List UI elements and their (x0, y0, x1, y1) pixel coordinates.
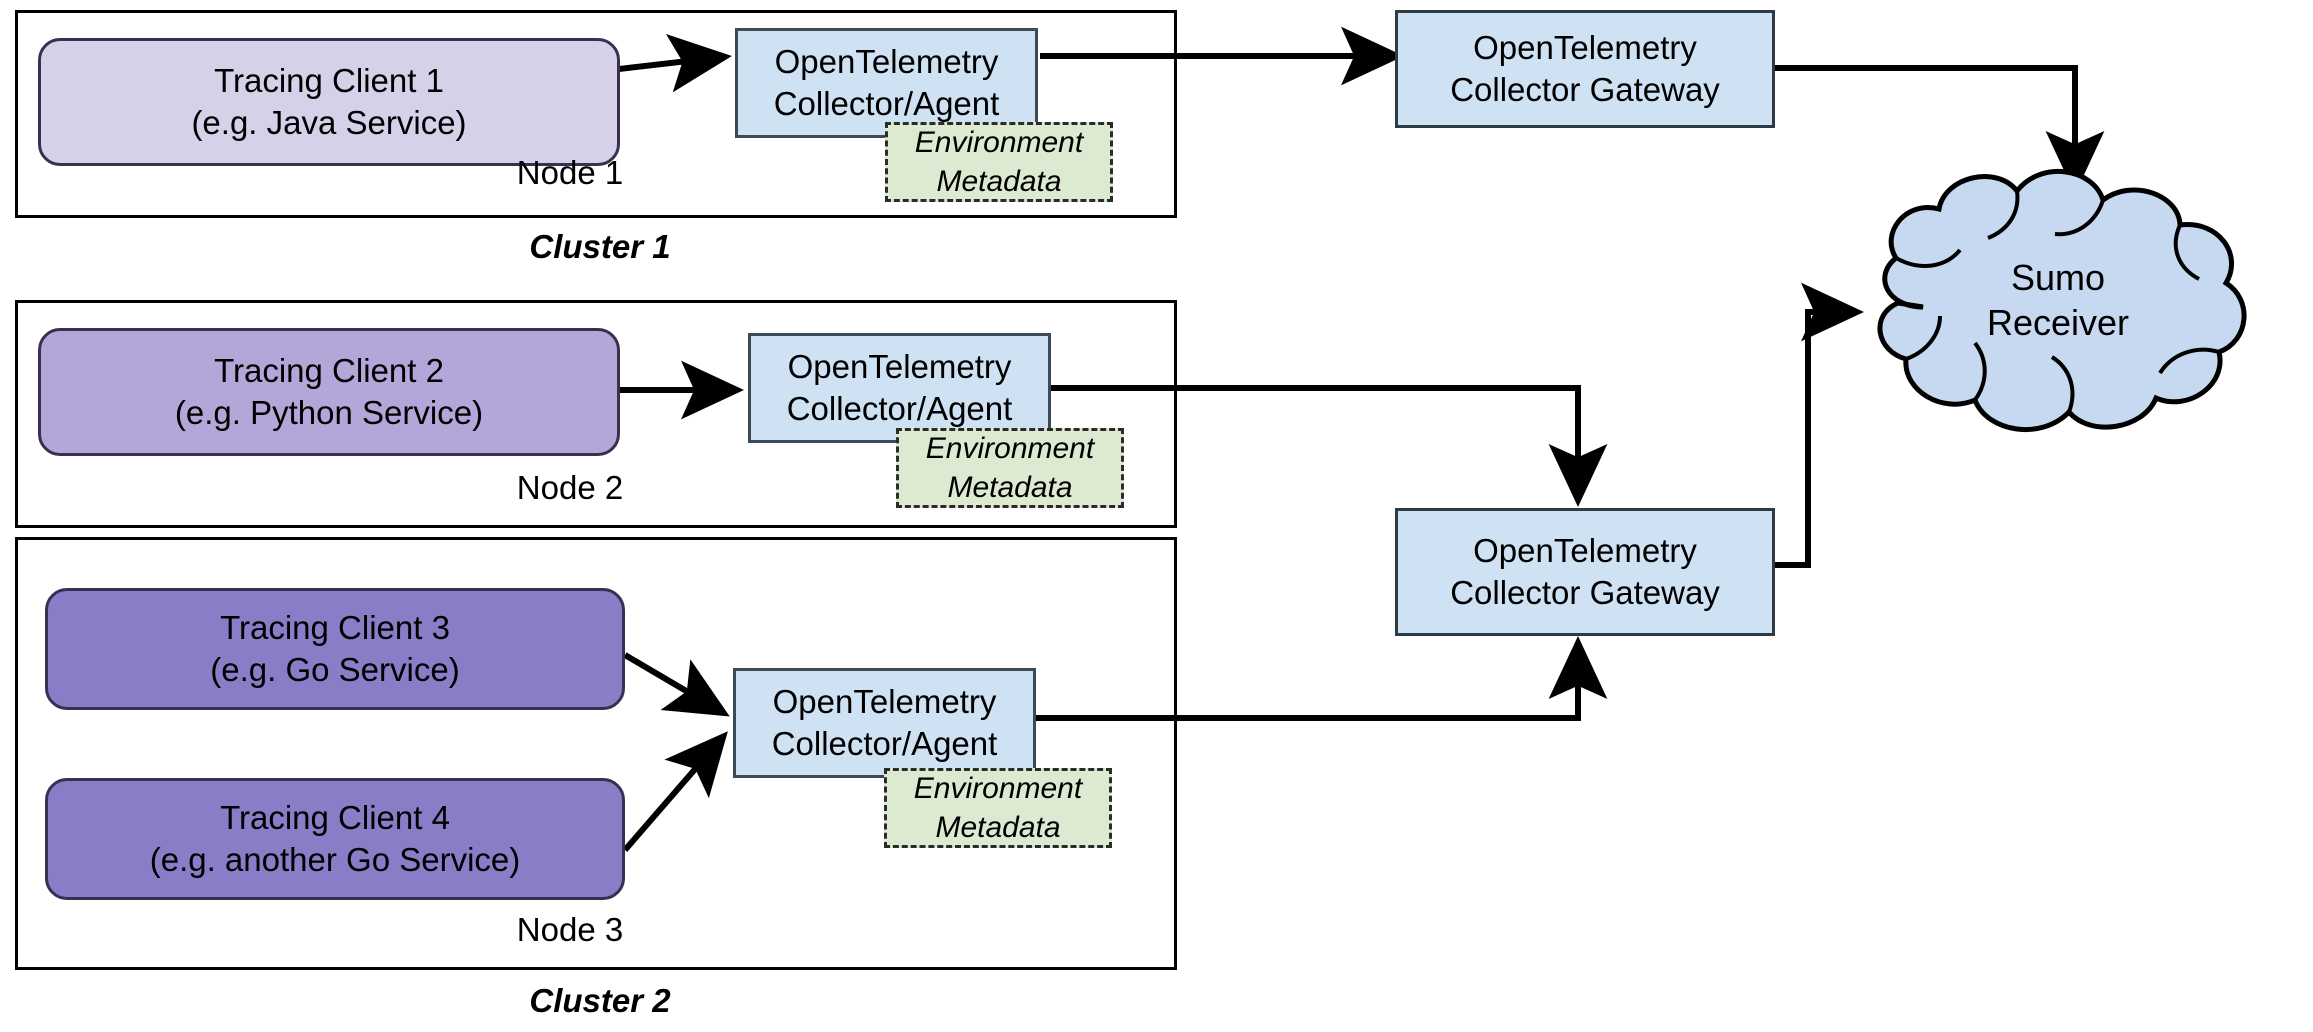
environment-metadata-1: Environment Metadata (885, 122, 1113, 202)
edge-gateway2-to-receiver (1775, 282, 1864, 568)
environment-metadata-3-line2: Metadata (935, 811, 1061, 844)
collector-gateway-1-line2: Collector Gateway (1450, 71, 1720, 108)
cluster-1-label: Cluster 1 (529, 228, 671, 265)
node-3-label: Node 3 (516, 911, 624, 948)
tracing-client-4[interactable]: Tracing Client 4 (e.g. another Go Servic… (45, 778, 625, 900)
collector-agent-3-line2: Collector/Agent (771, 725, 998, 762)
collector-agent-1[interactable]: OpenTelemetry Collector/Agent (735, 28, 1038, 138)
node-2-label: Node 2 (516, 469, 624, 506)
sumo-receiver-line1: Sumo (2010, 257, 2106, 298)
edge-gateway1-to-receiver (1775, 65, 2105, 194)
node-3-box (15, 537, 1177, 970)
environment-metadata-3-line1: Environment (913, 772, 1083, 805)
node-1-label: Node 1 (516, 154, 624, 191)
tracing-client-2[interactable]: Tracing Client 2 (e.g. Python Service) (38, 328, 620, 456)
cluster-2-label: Cluster 2 (529, 982, 671, 1019)
tracing-client-2-title: Tracing Client 2 (214, 351, 444, 389)
environment-metadata-1-line2: Metadata (936, 165, 1062, 198)
tracing-client-3[interactable]: Tracing Client 3 (e.g. Go Service) (45, 588, 625, 710)
collector-agent-3-line1: OpenTelemetry (772, 683, 997, 721)
collector-agent-1-line2: Collector/Agent (773, 85, 1000, 122)
environment-metadata-1-line1: Environment (914, 126, 1084, 159)
collector-gateway-2-line1: OpenTelemetry (1473, 532, 1697, 570)
sumo-receiver-line2: Receiver (1986, 302, 2130, 343)
collector-agent-1-line1: OpenTelemetry (774, 43, 999, 81)
collector-agent-3[interactable]: OpenTelemetry Collector/Agent (733, 668, 1036, 778)
collector-agent-2-line2: Collector/Agent (786, 390, 1013, 427)
tracing-client-1[interactable]: Tracing Client 1 (e.g. Java Service) (38, 38, 620, 166)
collector-gateway-2[interactable]: OpenTelemetry Collector Gateway (1395, 508, 1775, 636)
environment-metadata-3: Environment Metadata (884, 768, 1112, 848)
environment-metadata-2-line2: Metadata (947, 471, 1073, 504)
collector-gateway-1[interactable]: OpenTelemetry Collector Gateway (1395, 10, 1775, 128)
node-2-box (15, 300, 1177, 528)
cluster-1-box (15, 10, 1177, 218)
tracing-client-4-title: Tracing Client 4 (220, 798, 450, 836)
tracing-client-2-subtitle: (e.g. Python Service) (174, 394, 484, 431)
collector-agent-2-line1: OpenTelemetry (787, 348, 1012, 386)
tracing-client-1-title: Tracing Client 1 (214, 61, 444, 99)
sumo-receiver-label: Sumo Receiver (1958, 255, 2158, 345)
tracing-client-4-subtitle: (e.g. another Go Service) (149, 841, 521, 878)
collector-agent-2[interactable]: OpenTelemetry Collector/Agent (748, 333, 1051, 443)
tracing-client-3-subtitle: (e.g. Go Service) (210, 651, 460, 688)
environment-metadata-2-line1: Environment (925, 432, 1095, 465)
tracing-client-3-title: Tracing Client 3 (220, 608, 450, 646)
collector-gateway-2-line2: Collector Gateway (1450, 574, 1720, 611)
collector-gateway-1-line1: OpenTelemetry (1473, 29, 1697, 67)
tracing-client-1-subtitle: (e.g. Java Service) (191, 104, 467, 141)
environment-metadata-2: Environment Metadata (896, 428, 1124, 508)
